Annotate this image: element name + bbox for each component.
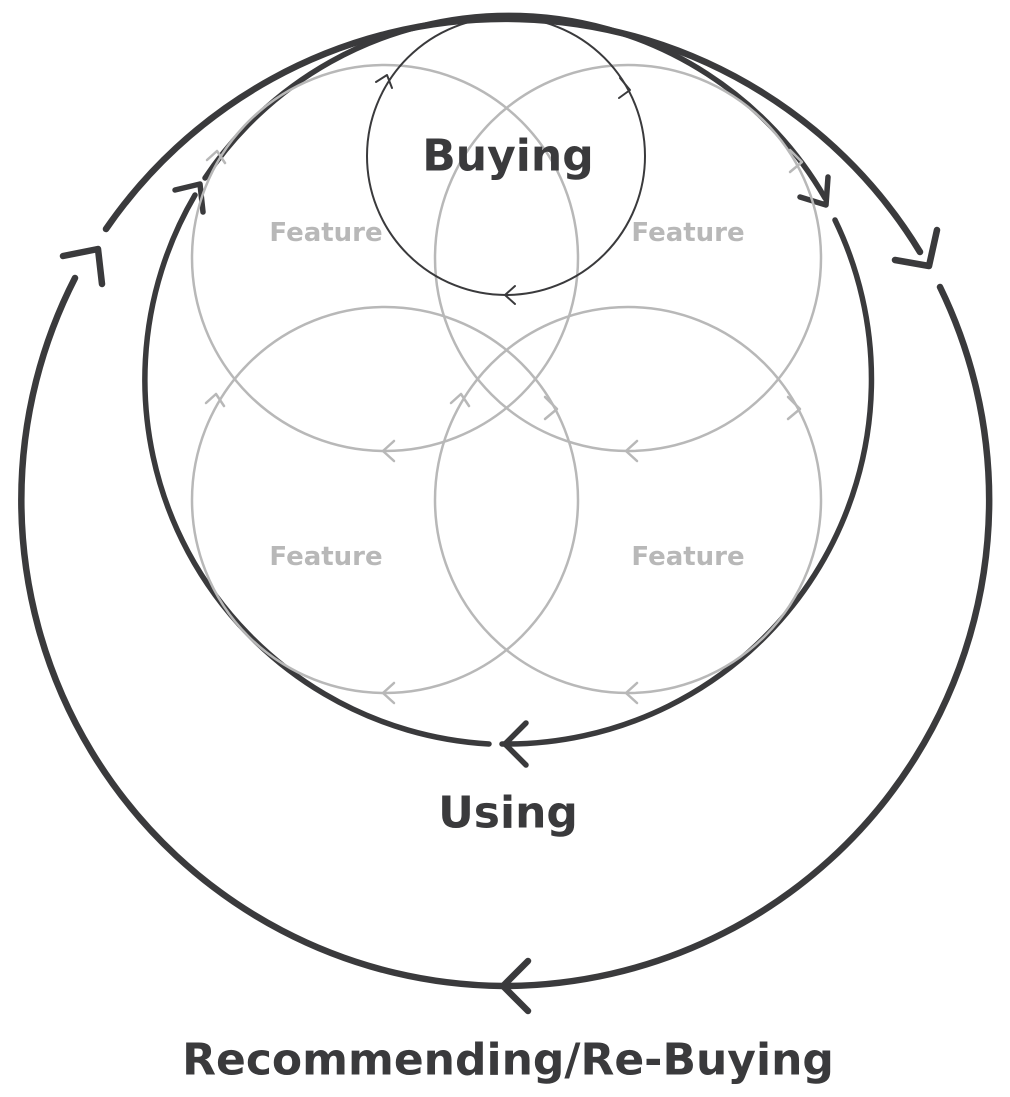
outer-arrowhead-right-icon <box>891 226 941 270</box>
feature-loop-bottom-right <box>433 305 823 695</box>
buying-arrowhead-bottom-icon <box>504 285 516 305</box>
feature-arrowhead-icon <box>204 392 226 408</box>
buying-arrowhead-left-icon <box>375 74 393 89</box>
feature-arrowhead-icon <box>624 439 639 463</box>
feature-loop-bottom-left <box>190 305 580 695</box>
feature-arrowhead-icon <box>381 439 396 463</box>
feature-loops <box>190 63 823 705</box>
middle-arrowhead-bottom-icon <box>502 720 529 768</box>
feature-label-bottom-left: Feature <box>269 542 382 572</box>
feature-arrowhead-icon <box>788 148 804 174</box>
feature-label-top-left: Feature <box>269 218 382 248</box>
buying-arrowhead-right-icon <box>618 77 631 99</box>
feature-arrowhead-icon <box>543 395 559 421</box>
buying-label: Buying <box>422 131 593 182</box>
recommending-label: Recommending/Re-Buying <box>182 1035 834 1086</box>
outer-arrowhead-bottom-icon <box>499 957 532 1015</box>
feature-arrowhead-icon <box>381 681 396 705</box>
feature-label-top-right: Feature <box>631 218 744 248</box>
using-label: Using <box>438 788 578 839</box>
outer-loop-arc-bottom <box>18 274 993 990</box>
feature-arrowhead-icon <box>449 392 471 408</box>
feature-arrowhead-icon <box>786 395 802 421</box>
middle-arrowhead-left-icon <box>172 181 206 215</box>
outer-arrowhead-left-icon <box>59 245 106 288</box>
feature-labels: Feature Feature Feature Feature <box>269 218 744 572</box>
feature-loop-top-right <box>433 63 823 453</box>
feature-loop-top-left <box>190 63 580 453</box>
middle-loop-arc-right-bottom <box>499 217 875 747</box>
feature-arrowhead-icon <box>624 681 639 705</box>
middle-loop-arc-left <box>142 192 492 747</box>
feature-arrowhead-icon <box>205 149 227 165</box>
buying-loop <box>366 16 646 305</box>
stage-labels: Buying Using Recommending/Re-Buying <box>182 131 834 1086</box>
feature-label-bottom-right: Feature <box>631 542 744 572</box>
middle-arrowhead-right-icon <box>797 174 831 208</box>
outer-loop <box>18 15 993 1015</box>
outer-loop-arc-right <box>102 15 924 256</box>
